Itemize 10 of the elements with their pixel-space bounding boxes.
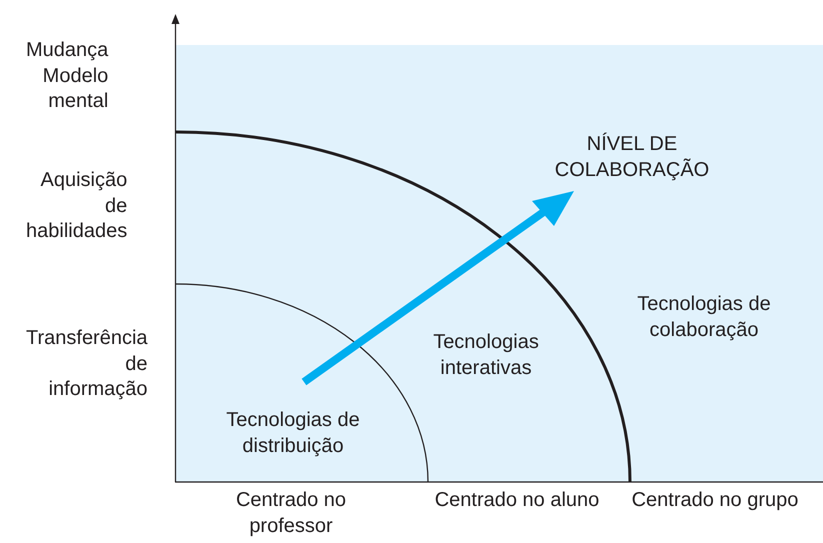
- region-label: Tecnologias de colaboração: [636, 292, 772, 343]
- axis-label: Centrado no professor: [234, 488, 348, 539]
- axis-label: Aquisição de habilidades: [26, 168, 128, 244]
- axis-label: Transferência de informação: [26, 326, 148, 402]
- axis-label: Centrado no aluno: [434, 488, 600, 513]
- axis-label: Mudança Modelo mental: [26, 38, 108, 114]
- region-label: Tecnologias de distribuição: [225, 408, 361, 459]
- axis-label: Centrado no grupo: [630, 488, 800, 513]
- arrow-label: NÍVEL DE COLABORAÇÃO: [554, 132, 710, 183]
- region-label: Tecnologias interativas: [432, 330, 540, 381]
